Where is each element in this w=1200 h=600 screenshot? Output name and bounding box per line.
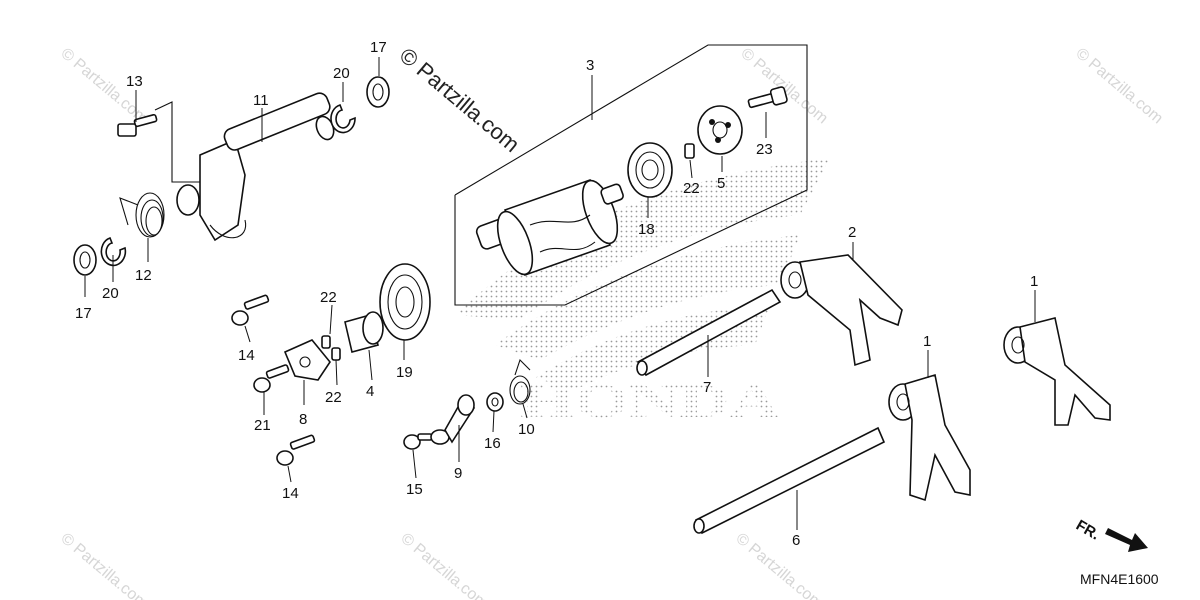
watermark-faint: © Partzilla.com: [57, 530, 151, 600]
stopper-arm-9: [430, 394, 476, 445]
callout-10: 10: [518, 421, 535, 438]
washer-16: [486, 392, 504, 412]
stopper-plate-8: [283, 339, 331, 381]
callout-17-left: 17: [75, 305, 92, 322]
return-spring-12: [119, 192, 165, 238]
callout-5: 5: [717, 175, 725, 192]
callout-17-top: 17: [370, 39, 387, 56]
spring-10: [509, 358, 531, 405]
fork-shaft-7: [636, 288, 782, 377]
watermark-faint: © Partzilla.com: [397, 530, 491, 600]
callout-13: 13: [126, 73, 143, 90]
callouts: 13 11 20 17 3 12 20 17 18 22 5 23 2 1 1 …: [75, 39, 1038, 549]
honda-brand-text: HONDA: [520, 375, 780, 428]
washer-17-right: [366, 76, 390, 108]
callout-6: 6: [792, 532, 800, 549]
gearshift-spindle-11: [176, 92, 335, 242]
callout-15: 15: [406, 481, 423, 498]
callout-22-lower: 22: [325, 389, 342, 406]
partzilla-watermark: © Partzilla.com: [395, 43, 525, 157]
bolt-15: [403, 433, 433, 450]
callout-1-middle: 1: [923, 333, 931, 350]
bolt-21: [253, 364, 290, 393]
callout-16: 16: [484, 435, 501, 452]
pin-22-upper: [684, 143, 695, 159]
flange-bolt-14-upper: [231, 294, 270, 326]
bolt-13: [117, 113, 158, 137]
fork-shaft-6: [693, 426, 886, 535]
front-arrow-icon: [1105, 528, 1148, 552]
callout-3: 3: [586, 57, 594, 74]
leader-lines: [84, 57, 1036, 530]
front-label: FR.: [1073, 517, 1102, 544]
callout-8: 8: [299, 411, 307, 428]
flange-bolt-14-lower: [276, 434, 316, 466]
callout-19: 19: [396, 364, 413, 381]
callout-1-right: 1: [1030, 273, 1038, 290]
callout-12: 12: [135, 267, 152, 284]
front-direction-marker: FR.: [1073, 517, 1148, 552]
shift-drum-3: [475, 178, 624, 277]
callout-20-top: 20: [333, 65, 350, 82]
watermark-faint: © Partzilla.com: [1072, 45, 1166, 127]
drum-center-5: [697, 105, 743, 155]
callout-22-top: 22: [683, 180, 700, 197]
callout-14-lower: 14: [282, 485, 299, 502]
callout-22-mid: 22: [320, 289, 337, 306]
shift-fork-1-right: [1003, 317, 1111, 426]
circlip-20-right: [330, 104, 356, 134]
callout-11: 11: [253, 92, 269, 109]
shift-fork-2: [780, 254, 903, 367]
washer-17-left: [73, 244, 97, 276]
callout-20-left: 20: [102, 285, 119, 302]
line-13-to-shaft: [154, 101, 205, 183]
callout-9: 9: [454, 465, 462, 482]
pin-22-lower: [331, 347, 341, 361]
bearing-18: [627, 142, 673, 198]
circlip-20-left: [100, 236, 127, 267]
callout-2: 2: [848, 224, 856, 241]
diagram-code: MFN4E1600: [1080, 571, 1159, 587]
watermark-faint: © Partzilla.com: [732, 530, 826, 600]
bolt-23: [747, 86, 788, 109]
callout-4: 4: [366, 383, 374, 400]
callout-7: 7: [703, 379, 711, 396]
watermark-faint: © Partzilla.com: [737, 45, 831, 127]
shift-drum-assembly-box: [454, 44, 808, 306]
callout-18: 18: [638, 221, 655, 238]
shift-fork-1-middle: [888, 373, 971, 502]
callout-14-upper: 14: [238, 347, 255, 364]
pin-22-mid: [321, 335, 331, 349]
bearing-19: [379, 263, 431, 341]
callout-23: 23: [756, 141, 773, 158]
callout-21: 21: [254, 417, 271, 434]
collar-4: [344, 311, 384, 353]
